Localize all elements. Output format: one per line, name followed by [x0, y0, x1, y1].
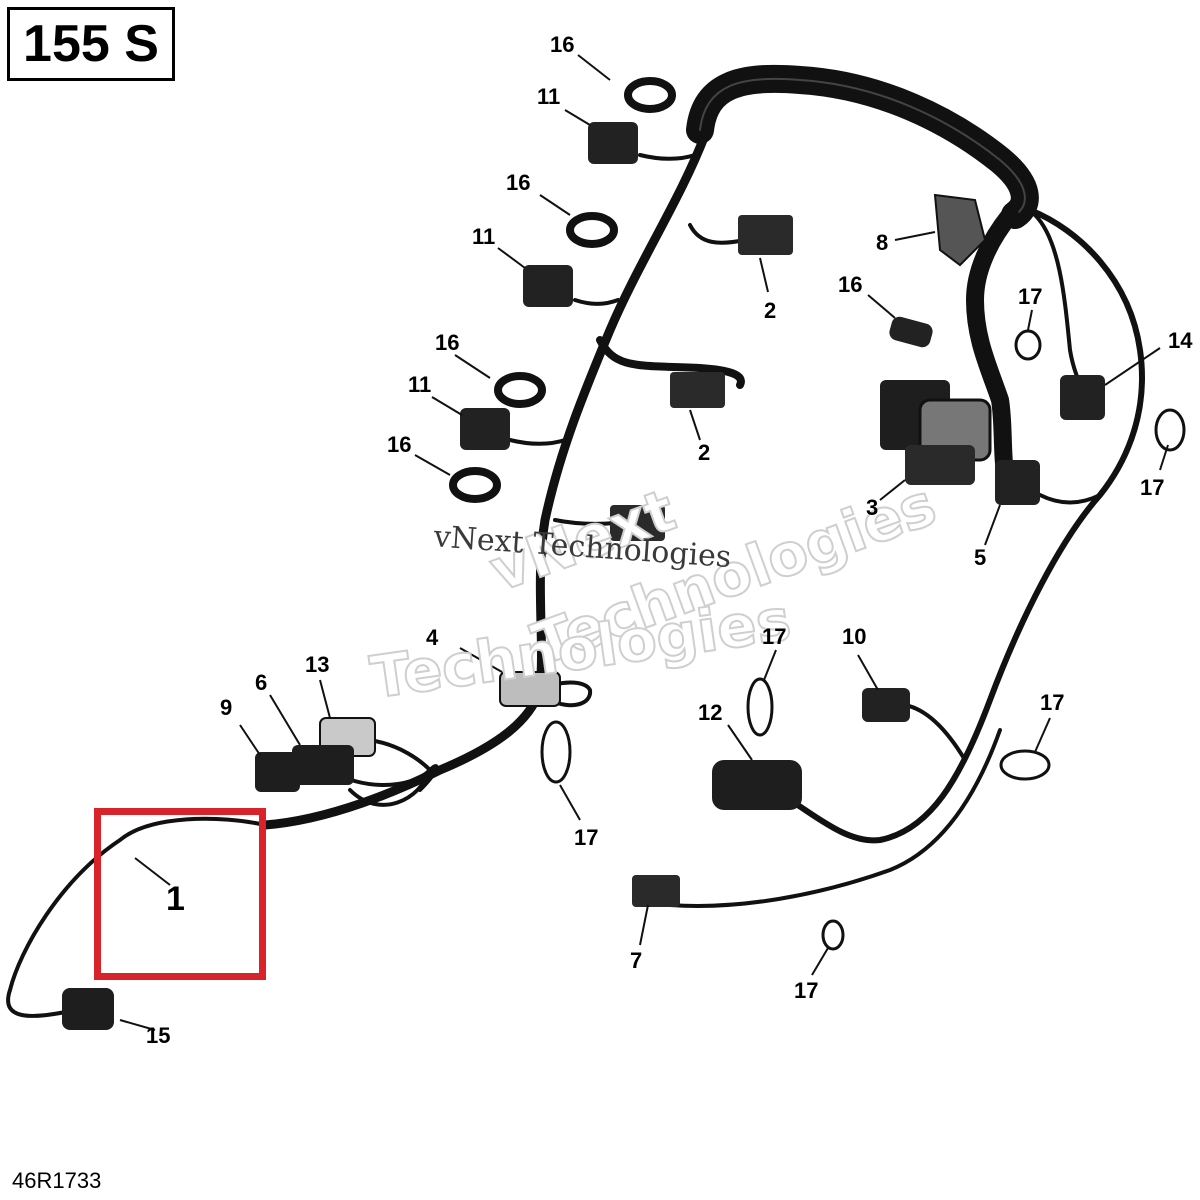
- callouts: 16 11 16 11 16 11 16 2 2 8 16 17 14 17 3…: [146, 32, 1193, 1048]
- connector-4: [499, 671, 561, 707]
- callout-2-b: 2: [698, 440, 710, 465]
- tie-17-d: [821, 919, 845, 951]
- callout-7: 7: [630, 948, 642, 973]
- clip-16-a: [624, 77, 676, 113]
- callout-1: 1: [166, 880, 185, 918]
- callout-16-c: 16: [435, 330, 459, 355]
- callout-17-a: 17: [574, 825, 598, 850]
- callout-13: 13: [305, 652, 329, 677]
- callout-2-a: 2: [764, 298, 776, 323]
- clip-16-d: [449, 467, 501, 503]
- callout-17-c: 17: [1040, 690, 1064, 715]
- connector-2-top: [738, 215, 793, 255]
- callout-17-f: 17: [1140, 475, 1164, 500]
- callout-17-b: 17: [762, 624, 786, 649]
- callout-17-d: 17: [794, 978, 818, 1003]
- callout-16-b: 16: [506, 170, 530, 195]
- callout-14: 14: [1168, 328, 1193, 353]
- model-label-box: 155 S: [7, 7, 175, 81]
- callout-11-b: 11: [472, 224, 495, 249]
- connector-14: [1060, 375, 1105, 420]
- callout-8: 8: [876, 230, 888, 255]
- connector-12: [712, 760, 802, 810]
- callout-16-e: 16: [838, 272, 862, 297]
- connector-11-low: [460, 408, 510, 450]
- connector-6: [292, 745, 354, 785]
- connector-11-top: [588, 122, 638, 164]
- callout-16-a: 16: [550, 32, 574, 57]
- clip-16-e: [889, 316, 933, 348]
- watermark: vNext Technologies Technologies vNext Te…: [366, 469, 946, 713]
- sensor-10: [862, 688, 910, 722]
- callout-10: 10: [842, 624, 866, 649]
- connector-unlabeled: [610, 505, 665, 541]
- connector-7: [632, 875, 680, 907]
- harness-trunk: [6, 64, 1145, 1018]
- tie-17-a: [540, 720, 572, 784]
- diagram-reference: 46R1733: [12, 1168, 102, 1193]
- tie-17-b: [746, 677, 774, 737]
- clip-16-b: [566, 212, 618, 248]
- tie-17-e: [1014, 329, 1042, 361]
- callout-12: 12: [698, 700, 722, 725]
- callout-5: 5: [974, 545, 986, 570]
- connector-11-mid: [523, 265, 573, 307]
- callout-9: 9: [220, 695, 232, 720]
- connector-2-mid: [670, 372, 725, 408]
- callout-17-e: 17: [1018, 284, 1042, 309]
- callout-11-c: 11: [408, 372, 431, 397]
- tie-17-f: [1154, 408, 1186, 452]
- model-label: 155 S: [23, 15, 159, 73]
- bracket-8: [933, 193, 987, 267]
- module-3-base: [905, 445, 975, 485]
- tie-17-c: [999, 749, 1051, 781]
- callout-6: 6: [255, 670, 267, 695]
- connector-9: [255, 752, 300, 792]
- leader-lines: [119, 54, 1169, 1031]
- callout-3: 3: [866, 495, 878, 520]
- callout-15: 15: [146, 1023, 170, 1048]
- connector-15: [62, 988, 114, 1030]
- callout-16-d: 16: [387, 432, 411, 457]
- components: [62, 77, 1186, 1030]
- callout-11-a: 11: [537, 84, 560, 109]
- highlight-box: [94, 808, 266, 980]
- callout-4: 4: [426, 625, 439, 650]
- connector-5: [995, 460, 1040, 505]
- clip-16-c: [494, 372, 546, 408]
